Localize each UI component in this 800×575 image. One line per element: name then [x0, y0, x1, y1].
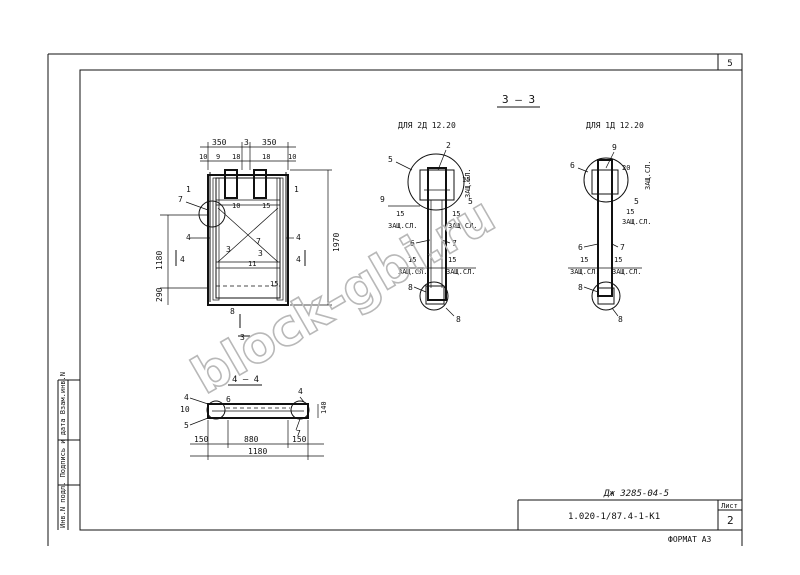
- bottom-view-title: 4 — 4: [232, 375, 259, 385]
- side-stamp: Инв.N подл. Подпись и дата Взам.инв.N: [57, 372, 80, 530]
- drawing-label: ЗАЩ.СЛ.: [446, 268, 476, 276]
- drawing-label: 8: [618, 315, 623, 324]
- drawing-label: 9: [612, 143, 617, 152]
- drawing-label: 1180: [248, 447, 267, 456]
- signature: Дж 3285-04-5: [603, 489, 669, 499]
- sheet-number: 2: [727, 514, 734, 527]
- drawing-label: 10: [288, 153, 296, 161]
- drawing-label: ЗАЩ.СЛ.: [570, 268, 600, 276]
- drawing-label: 7: [256, 237, 261, 246]
- drawing-label: 10: [232, 202, 240, 210]
- drawing-label: ЗАЩ.СЛ.: [464, 168, 472, 198]
- drawing-label: ЗАЩ.СЛ.: [644, 160, 652, 190]
- drawing-label: 15: [580, 256, 588, 264]
- title-block: 1.020-1/87.4-1-К1 Лист 2 Дж 3285-04-5: [517, 489, 742, 530]
- drawing-label: 880: [244, 435, 259, 444]
- drawing-label: 15: [408, 256, 416, 264]
- drawing-label: 3: [244, 138, 249, 147]
- drawing-label: 3: [240, 333, 245, 342]
- drawing-label: 15: [396, 210, 404, 218]
- drawing-label: 4: [298, 387, 303, 396]
- drawing-label: 6: [578, 243, 583, 252]
- drawing-label: 18: [232, 153, 240, 161]
- drawing-label: 15: [452, 210, 460, 218]
- drawing-label: ЗАЩ.СЛ.: [448, 222, 478, 230]
- drawing-label: 350: [212, 138, 227, 147]
- drawing-label: 350: [262, 138, 277, 147]
- drawing-label: 1180: [155, 251, 164, 270]
- inner-frame: [79, 69, 743, 531]
- drawing-label: 4: [296, 255, 301, 264]
- drawing-label: 2: [446, 141, 451, 150]
- drawing-label: 1: [294, 185, 299, 194]
- drawing-label: 15: [270, 280, 278, 288]
- drawing-label: 7: [620, 243, 625, 252]
- page-number: 5: [727, 59, 732, 69]
- drawing-label: 3: [258, 249, 263, 258]
- drawing-label: 18: [262, 153, 270, 161]
- drawing-label: 6: [226, 395, 231, 404]
- drawing-label: 290: [155, 287, 164, 302]
- drawing-label: 9: [380, 195, 385, 204]
- drawing-label: ЗАЩ.СЛ.: [398, 268, 428, 276]
- drawing-label: 5: [468, 197, 473, 206]
- drawing-label: 150: [292, 435, 307, 444]
- drawing-label: 11: [248, 260, 256, 268]
- sheet-frame: 5: [47, 53, 743, 546]
- drawing-label: ЗАЩ.СЛ.: [622, 218, 652, 226]
- drawing-label: 8: [230, 307, 235, 316]
- drawing-label: ЗАЩ.СЛ.: [612, 268, 642, 276]
- drawing-label: 1: [186, 185, 191, 194]
- drawing-label: 150: [194, 435, 209, 444]
- document-code: 1.020-1/87.4-1-К1: [568, 512, 660, 522]
- side-stamp-text: Инв.N подл. Подпись и дата Взам.инв.N: [59, 372, 67, 528]
- drawing-label: 15: [462, 176, 470, 184]
- drawing-label: 5: [184, 421, 189, 430]
- bottom-section-view: 4 — 4 4 10 5 6 4 7 150 880 150 1180 140: [180, 375, 328, 460]
- drawing-label: 15: [614, 256, 622, 264]
- drawing-label: 4: [186, 233, 191, 242]
- drawing-label: 15: [448, 256, 456, 264]
- drawing-label: 6: [570, 161, 575, 170]
- drawing-label: 5: [634, 197, 639, 206]
- watermark: block-gbi.ru: [182, 186, 505, 406]
- drawing-label: 10: [180, 405, 190, 414]
- format-label: ФОРМАТ АЗ: [668, 535, 712, 544]
- drawing-label: 6: [410, 239, 415, 248]
- page-number-box: [717, 53, 743, 71]
- drawing-label: 15: [626, 208, 634, 216]
- drawing-label: 4: [184, 393, 189, 402]
- section-title: 3 — 3: [502, 93, 535, 106]
- drawing-label: 9: [216, 153, 220, 161]
- drawing-label: 4: [180, 255, 185, 264]
- drawing-label: 140: [320, 401, 328, 414]
- middle-section-view: ДЛЯ 2Д 12.20 2 5 9 15 ЗАЩ.СЛ. 15 ЗАЩ.СЛ.…: [380, 121, 478, 324]
- drawing-label: 5: [388, 155, 393, 164]
- drawing-label: 7: [178, 195, 183, 204]
- drawing-label: 10: [199, 153, 207, 161]
- middle-view-title: ДЛЯ 2Д 12.20: [398, 121, 456, 130]
- right-section-view: ДЛЯ 1Д 12.20 9 6 20 ЗАЩ.СЛ. 5 15 ЗАЩ.СЛ.…: [568, 121, 652, 324]
- drawing-label: 1970: [332, 233, 341, 252]
- drawing-label: ЗАЩ.СЛ.: [388, 222, 418, 230]
- left-section-view: 350 3 350 10 9 18 18 10 1970 1180 290 4 …: [155, 138, 341, 342]
- drawing-label: 7: [296, 429, 301, 438]
- drawing-label: 7: [452, 239, 457, 248]
- drawing-label: 8: [578, 283, 583, 292]
- right-view-title: ДЛЯ 1Д 12.20: [586, 121, 644, 130]
- sheet-label: Лист: [721, 502, 738, 510]
- drawing-label: 20: [622, 164, 630, 172]
- drawing-label: 8: [408, 283, 413, 292]
- left-outline: [207, 174, 289, 306]
- drawing-label: 4: [296, 233, 301, 242]
- drawing-label: 3: [226, 245, 231, 254]
- drawing-label: 8: [456, 315, 461, 324]
- section-title-3-3: 3 — 3: [497, 93, 540, 108]
- drawing-label: 15: [262, 202, 270, 210]
